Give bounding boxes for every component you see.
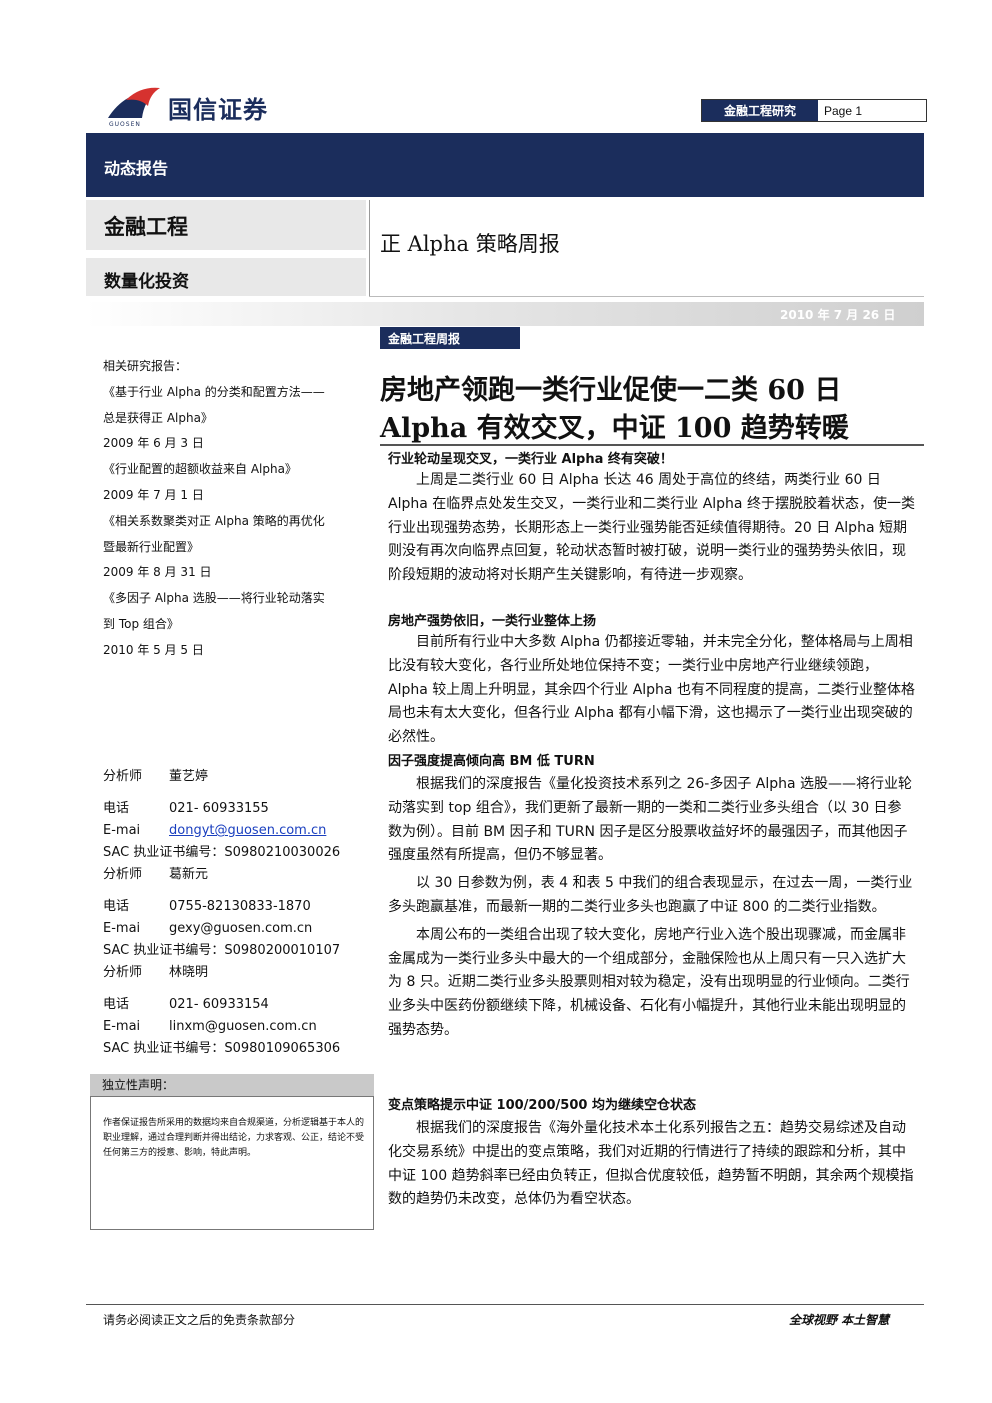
- analyst-email-link[interactable]: dongyt@guosen.com.cn: [169, 823, 327, 838]
- section-title: 金融工程: [104, 215, 188, 239]
- date-bar: [86, 302, 924, 326]
- section-3: 因子强度提高倾向高 BM 低 TURN 根据我们的深度报告《量化投资技术系列之 …: [388, 750, 915, 1043]
- paragraph: 目前所有行业中大多数 Alpha 仍都接近零轴，并未完全分化，整体格局与上周相比…: [388, 634, 915, 746]
- related-heading: 相关研究报告：: [103, 359, 188, 373]
- analyst-name: 林晓明: [169, 965, 209, 980]
- related-item: 2009 年 7 月 1 日: [103, 487, 204, 502]
- analyst-phone: 021- 60933155: [169, 801, 269, 816]
- related-item[interactable]: 暨最新行业配置》: [103, 539, 200, 554]
- section-block: [86, 200, 366, 250]
- guosen-logo-icon: [108, 87, 160, 118]
- related-item: 2009 年 6 月 3 日: [103, 436, 204, 451]
- analyst-phone: 0755-82130833-1870: [169, 899, 311, 914]
- report-date: 2010 年 7 月 26 日: [780, 308, 896, 322]
- analyst-phone: 021- 60933154: [169, 997, 269, 1012]
- logo-text: 国信证券: [168, 95, 268, 124]
- related-item[interactable]: 到 Top 组合》: [103, 616, 179, 631]
- analyst-email[interactable]: linxm@guosen.com.cn: [169, 1019, 317, 1034]
- page-number: Page 1: [824, 103, 863, 118]
- footer-disclaimer: 请务必阅读正文之后的免责条款部分: [103, 1313, 296, 1327]
- main-title: 房地产领跑一类行业促使一二类 60 日 Alpha 有效交叉，中证 100 趋势…: [380, 372, 924, 448]
- paragraph: 以 30 日参数为例，表 4 和表 5 中我们的组合表现显示，在过去一周，一类行…: [388, 875, 913, 915]
- analyst-sac: SAC 执业证书编号：S0980210030026: [103, 845, 341, 860]
- report-type: 动态报告: [104, 159, 169, 178]
- independence-text: 作者保证报告所采用的数据均来自合规渠道，分析逻辑基于本人的职业理解，通过合理判断…: [103, 1118, 365, 1158]
- related-item[interactable]: 总是获得正 Alpha》: [103, 410, 213, 425]
- paragraph: 本周公布的一类组合出现了较大变化，房地产行业入选个股出现骤减，而金属非金属成为一…: [388, 926, 910, 1038]
- footer-rule: [86, 1304, 924, 1305]
- top-banner: [86, 133, 924, 197]
- main-title-line: Alpha 有效交叉，中证 100 趋势转暖: [380, 413, 849, 444]
- report-title: 正 Alpha 策略周报: [380, 232, 560, 256]
- logo-subtext: GUOSEN: [109, 121, 141, 128]
- section-2: 房地产强势依旧，一类行业整体上扬 目前所有行业中大多数 Alpha 仍都接近零轴…: [388, 610, 915, 750]
- paragraph: 根据我们的深度报告《量化投资技术系列之 26-多因子 Alpha 选股——将行业…: [388, 776, 913, 864]
- related-reports: 相关研究报告： 《基于行业 Alpha 的分类和配置方法—— 总是获得正 Alp…: [103, 354, 373, 664]
- analyst-sac: SAC 执业证书编号：S0980109065306: [103, 1041, 341, 1056]
- analyst-name-row: 分析师董艺婷: [103, 769, 209, 784]
- section-1: 行业轮动呈现交叉，一类行业 Alpha 终有突破！ 上周是二类行业 60 日 A…: [388, 448, 915, 588]
- related-item[interactable]: 《行业配置的超额收益来自 Alpha》: [103, 462, 297, 477]
- divider: [369, 296, 924, 297]
- related-item[interactable]: 《基于行业 Alpha 的分类和配置方法——: [103, 384, 325, 399]
- analyst-email[interactable]: gexy@guosen.com.cn: [169, 921, 313, 936]
- section-heading: 房地产强势依旧，一类行业整体上扬: [388, 614, 597, 629]
- related-item: 2010 年 5 月 5 日: [103, 642, 204, 657]
- analyst-name: 董艺婷: [169, 769, 209, 784]
- main-title-line: 房地产领跑一类行业促使一二类 60 日: [380, 375, 842, 406]
- divider: [369, 200, 370, 296]
- subsection-block: [86, 258, 366, 296]
- header-tag: 金融工程研究 Page 1: [701, 99, 927, 122]
- weekly-label: 金融工程周报: [380, 327, 520, 349]
- related-item[interactable]: 《相关系数聚类对正 Alpha 策略的再优化: [103, 513, 325, 528]
- section-subtitle: 数量化投资: [104, 272, 189, 292]
- section-heading: 因子强度提高倾向高 BM 低 TURN: [388, 754, 595, 769]
- analyst-name-row: 分析师葛新元: [103, 867, 209, 882]
- section-heading: 变点策略提示中证 100/200/500 均为继续空仓状态: [388, 1098, 696, 1113]
- paragraph: 上周是二类行业 60 日 Alpha 长达 46 周处于高位的终结，两类行业 6…: [388, 472, 915, 584]
- analyst-name-row: 分析师林晓明: [103, 965, 209, 980]
- title-rule: [380, 444, 924, 446]
- analyst-name: 葛新元: [169, 867, 209, 882]
- independence-box: [90, 1096, 374, 1230]
- independence-heading: 独立性声明：: [90, 1074, 374, 1096]
- section-4: 变点策略提示中证 100/200/500 均为继续空仓状态 根据我们的深度报告《…: [388, 1094, 915, 1212]
- section-heading: 行业轮动呈现交叉，一类行业 Alpha 终有突破！: [388, 452, 673, 467]
- paragraph: 根据我们的深度报告《海外量化技术本土化系列报告之五：趋势交易综述及自动化交易系统…: [388, 1120, 914, 1208]
- footer-slogan: 全球视野 本土智慧: [789, 1313, 890, 1327]
- related-item[interactable]: 《多因子 Alpha 选股——将行业轮动落实: [103, 591, 325, 606]
- analyst-sac: SAC 执业证书编号：S0980200010107: [103, 943, 341, 958]
- related-item: 2009 年 8 月 31 日: [103, 565, 212, 580]
- dept-label: 金融工程研究: [702, 100, 818, 121]
